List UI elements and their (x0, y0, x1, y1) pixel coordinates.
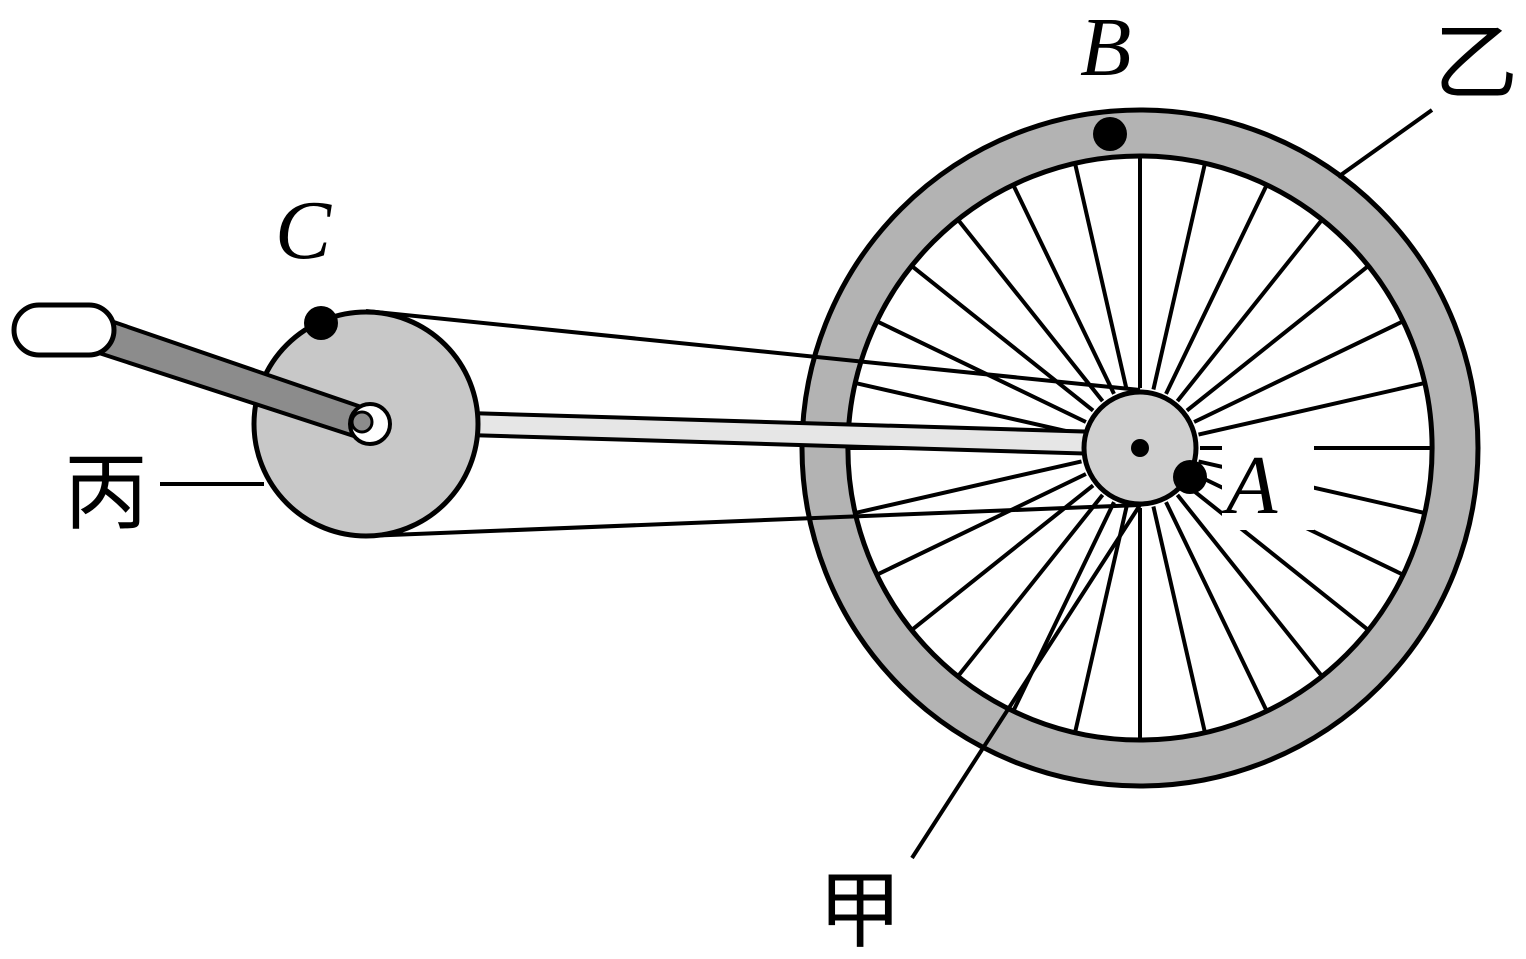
wheel-spoke (1175, 493, 1325, 680)
wheel-spoke (1175, 216, 1325, 403)
wheel-spoke (1164, 182, 1270, 395)
wheel-spoke (874, 472, 1087, 578)
point-c-dot (304, 306, 338, 340)
wheel-spoke (955, 216, 1105, 403)
wheel-spokes (846, 154, 1434, 742)
wheel-spoke (852, 380, 1082, 437)
wheel-spoke (1151, 160, 1208, 390)
point-b-dot (1093, 117, 1127, 151)
chain-top (365, 309, 1141, 392)
wheel-rim (799, 107, 1481, 789)
label-c: C (275, 184, 332, 277)
pedal (11, 302, 117, 358)
wheel-spoke (874, 318, 1087, 424)
wheel-spoke (1151, 506, 1208, 736)
point-a-dot (1173, 460, 1207, 494)
label-a: A (1221, 439, 1278, 532)
wheel-spoke (955, 493, 1105, 680)
label-yi: 乙 (1434, 14, 1518, 112)
crank-assembly (11, 302, 392, 446)
wheel-spoke (852, 459, 1082, 516)
wheel-spoke (1072, 160, 1129, 390)
label-jia: 甲 (818, 862, 902, 959)
label-bing: 丙 (64, 444, 148, 542)
wheel-spoke (1072, 506, 1129, 736)
wheel-spoke (908, 263, 1095, 413)
wheel-spoke (1185, 263, 1372, 413)
chain (365, 309, 1141, 538)
crank-axle-inner (350, 410, 374, 434)
chain-bottom (365, 503, 1141, 538)
leader-yi (1336, 108, 1434, 179)
hub-center-dot (1131, 439, 1149, 457)
wheel-spoke (1164, 501, 1270, 714)
wheel-spoke (1193, 318, 1406, 424)
wheel-spoke (1198, 380, 1428, 437)
wheel-spoke (1185, 483, 1372, 633)
label-a-backdrop (1222, 440, 1314, 530)
wheel-spoke (1010, 182, 1116, 395)
leader-jia (910, 503, 1142, 860)
label-b: B (1080, 1, 1131, 94)
